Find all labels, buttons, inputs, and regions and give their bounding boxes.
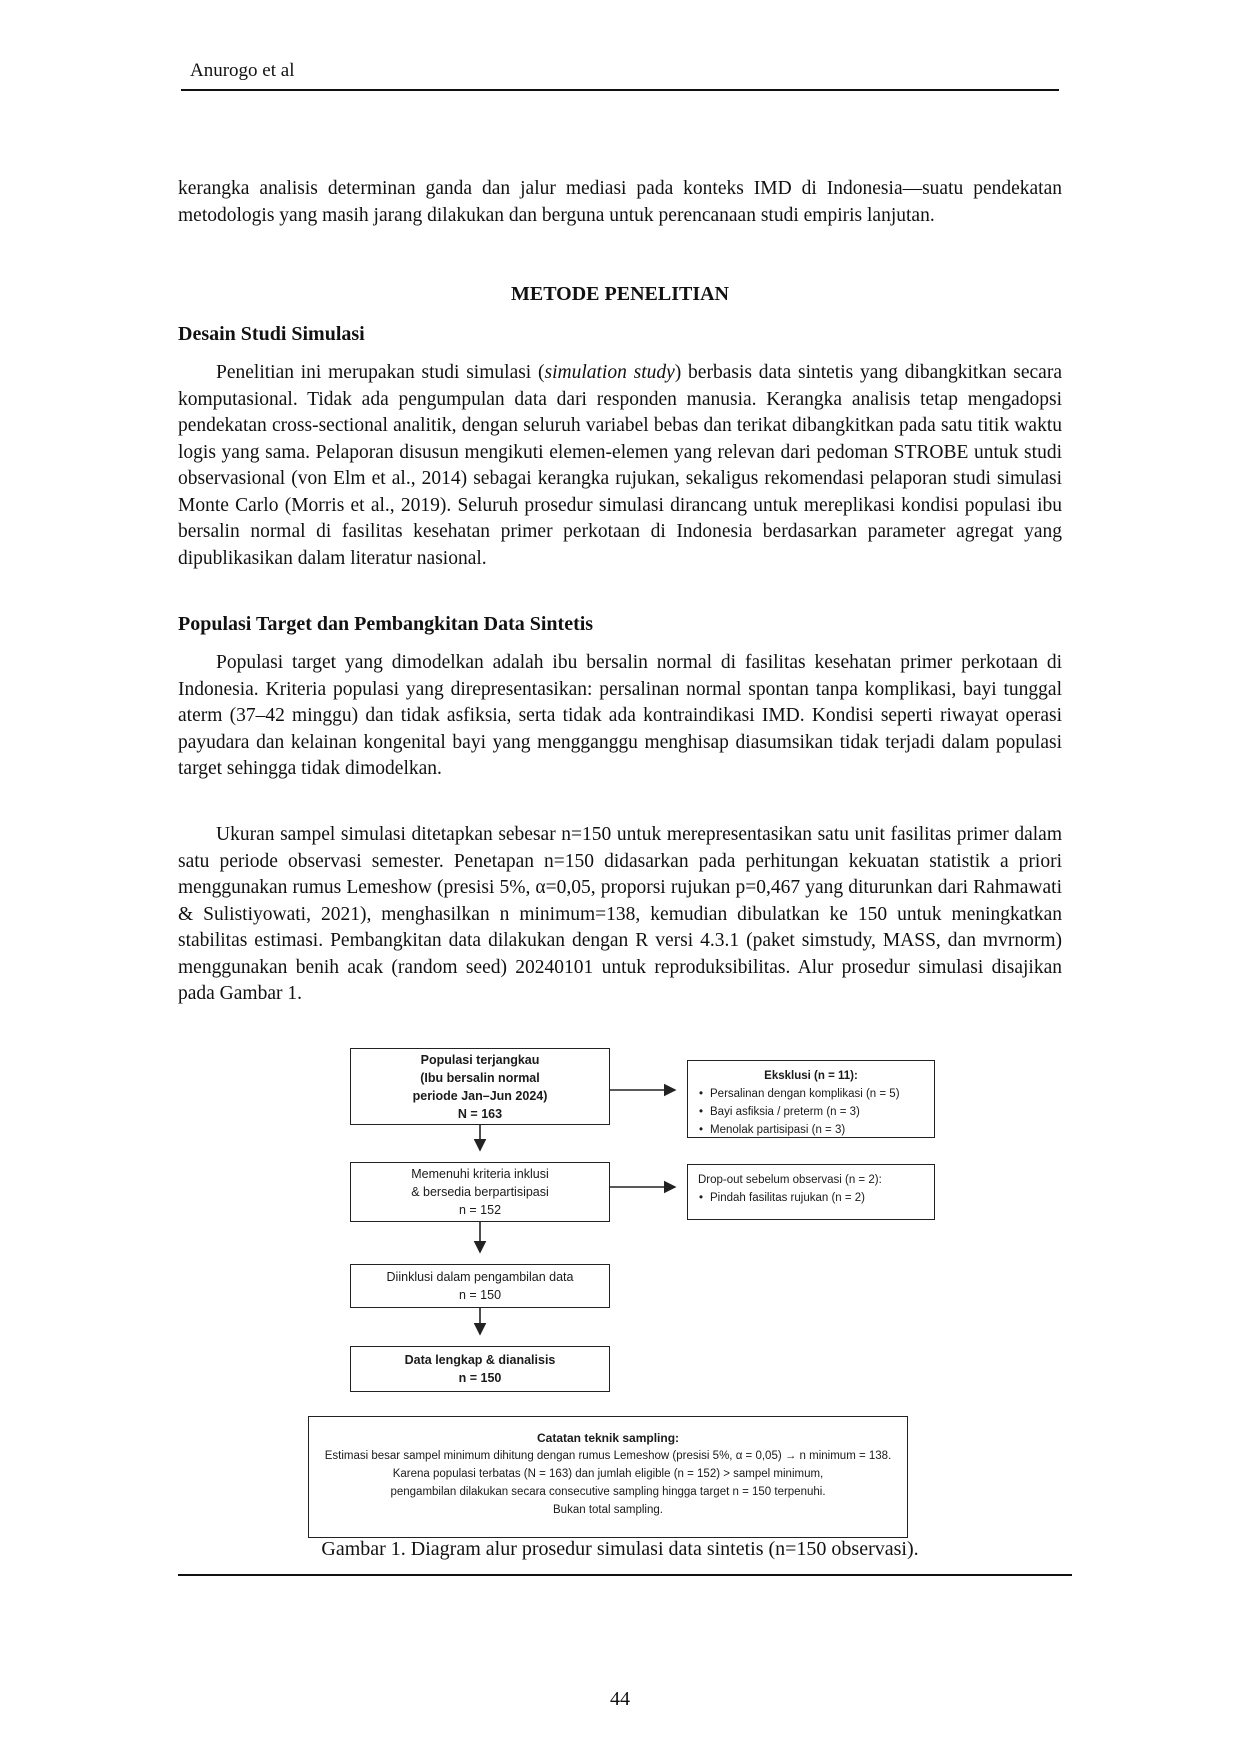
box-dropout: Drop-out sebelum observasi (n = 2): Pind…	[687, 1164, 935, 1220]
paragraph-populasi-text: Populasi target yang dimodelkan adalah i…	[178, 652, 1062, 779]
flow-arrows	[473, 1083, 677, 1336]
subsection-title-desain: Desain Studi Simulasi	[178, 323, 365, 345]
box-analyzed-line-2: n = 150	[458, 1371, 502, 1385]
sampling-note-line-3: pengambilan dilakukan secara consecutive…	[390, 1486, 826, 1498]
paragraph-desain: Penelitian ini merupakan studi simulasi …	[178, 360, 1062, 572]
flow-diagram: Populasi terjangkau (Ibu bersalin normal…	[308, 1040, 940, 1540]
box-eligible-line-1: Memenuhi kriteria inklusi	[411, 1167, 549, 1181]
box-eligible-line-2: & bersedia berpartisipasi	[411, 1185, 549, 1199]
box-population-line-4: N = 163	[457, 1106, 503, 1121]
sampling-note-line-4: Bukan total sampling.	[553, 1504, 663, 1516]
box-eligible-line-3: n = 152	[458, 1203, 502, 1217]
paragraph-desain-part-b: ) berbasis data sintetis yang dibangkitk…	[178, 362, 1062, 569]
box-population-line-2: (Ibu bersalin normal	[420, 1070, 540, 1085]
sampling-note: Catatan teknik sampling: Estimasi besar …	[308, 1416, 908, 1538]
exclusion-item: Menolak partisipasi (n = 3)	[699, 1121, 924, 1139]
paragraph-sampel-text: Ukuran sampel simulasi ditetapkan sebesa…	[178, 824, 1062, 1004]
exclusion-item: Persalinan dengan komplikasi (n = 5)	[699, 1085, 924, 1103]
box-included-line-2: n = 150	[458, 1288, 502, 1302]
box-eligible: Memenuhi kriteria inklusi & bersedia ber…	[350, 1162, 610, 1222]
box-population: Populasi terjangkau (Ibu bersalin normal…	[350, 1048, 610, 1125]
box-analyzed-line-1: Data lengkap & dianalisis	[404, 1353, 556, 1367]
intro-paragraph-text: kerangka analisis determinan ganda dan j…	[178, 178, 1062, 226]
intro-paragraph: kerangka analisis determinan ganda dan j…	[178, 176, 1062, 229]
paragraph-desain-part-a: Penelitian ini merupakan studi simulasi …	[216, 362, 545, 383]
dropout-item: Pindah fasilitas rujukan (n = 2)	[699, 1189, 924, 1207]
box-population-line-3: periode Jan–Jun 2024)	[412, 1088, 548, 1103]
sampling-note-line-2: Karena populasi terbatas (N = 163) dan j…	[392, 1468, 824, 1480]
dropout-list: Pindah fasilitas rujukan (n = 2)	[698, 1189, 924, 1207]
paragraph-sampel: Ukuran sampel simulasi ditetapkan sebesa…	[178, 822, 1062, 1008]
header-rule	[181, 89, 1059, 91]
paragraph-desain-emphasis: simulation study	[544, 362, 675, 383]
paragraph-populasi: Populasi target yang dimodelkan adalah i…	[178, 650, 1062, 783]
box-population-line-1: Populasi terjangkau	[420, 1052, 540, 1067]
dropout-title: Drop-out sebelum observasi (n = 2):	[698, 1174, 882, 1186]
caption-rule	[178, 1574, 1072, 1576]
figure-caption: Gambar 1. Diagram alur prosedur simulasi…	[321, 1538, 919, 1560]
page-number: 44	[610, 1688, 630, 1710]
box-analyzed: Data lengkap & dianalisis n = 150	[350, 1346, 610, 1392]
box-included: Diinklusi dalam pengambilan data n = 150	[350, 1264, 610, 1308]
section-title: METODE PENELITIAN	[510, 283, 729, 305]
subsection-title-populasi: Populasi Target dan Pembangkitan Data Si…	[178, 613, 594, 635]
exclusion-list: Persalinan dengan komplikasi (n = 5) Bay…	[698, 1085, 924, 1139]
sampling-note-line-1: Estimasi besar sampel minimum dihitung d…	[324, 1450, 892, 1462]
running-head: Anurogo et al	[190, 60, 295, 81]
box-included-line-1: Diinklusi dalam pengambilan data	[386, 1270, 574, 1284]
exclusion-title: Eksklusi (n = 11):	[764, 1070, 858, 1082]
exclusion-item: Bayi asfiksia / preterm (n = 3)	[699, 1103, 924, 1121]
sampling-note-title: Catatan teknik sampling:	[536, 1431, 680, 1445]
box-exclusion: Eksklusi (n = 11): Persalinan dengan kom…	[687, 1060, 935, 1139]
